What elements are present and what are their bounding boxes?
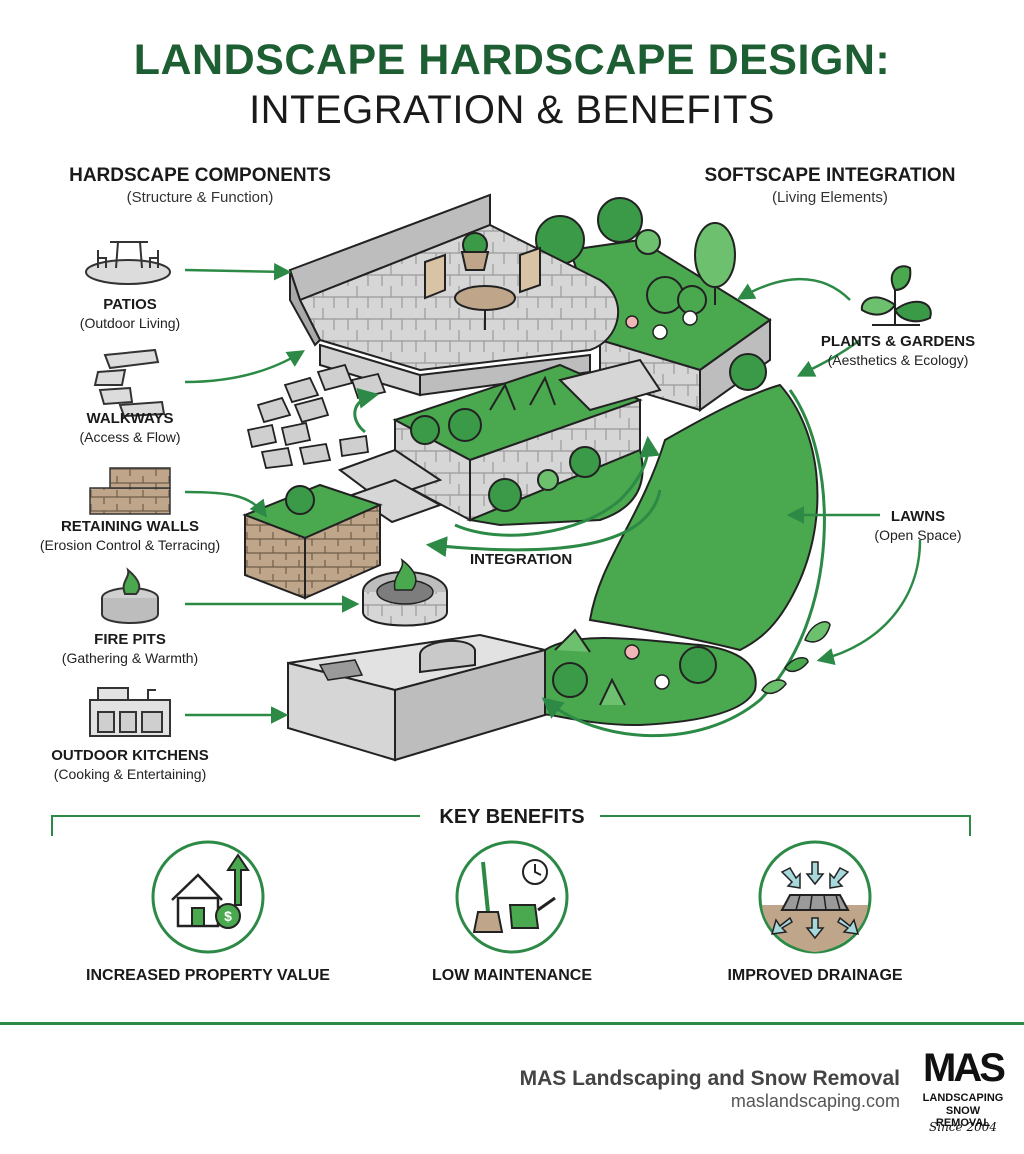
label-lawns: LAWNS: [890, 508, 946, 525]
company-name: MAS Landscaping and Snow Removal: [519, 1067, 900, 1090]
label-walkways: WALKWAYS: [86, 410, 174, 427]
label-patios: PATIOS: [103, 296, 157, 313]
hardscape-subheading: (Structure & Function): [126, 189, 274, 206]
logo-line-1: LANDSCAPING: [922, 1092, 1004, 1104]
brick-wall-icon: [89, 467, 171, 515]
benefits-bracket: [51, 815, 971, 836]
drainage-grate-icon: [758, 840, 872, 954]
benefits-heading: KEY BENEFITS: [439, 806, 585, 828]
label-fire-pits: FIRE PITS: [94, 631, 166, 648]
sub-fire-pits: (Gathering & Warmth): [61, 650, 199, 666]
walkway-path-icon: [93, 348, 166, 418]
benefit-property-value: INCREASED PROPERTY VALUE: [86, 967, 330, 984]
upper-garden-bed: [535, 197, 772, 412]
lower-garden-bed: [466, 446, 644, 527]
integration-label: INTEGRATION: [470, 551, 573, 568]
fire-pit: [362, 557, 448, 627]
leaves-icon: [761, 621, 831, 695]
label-outdoor-kitchens: OUTDOOR KITCHENS: [51, 747, 209, 764]
house-value-icon: $: [151, 840, 265, 954]
front-garden-bed: [544, 628, 757, 727]
footer-divider: [0, 1022, 1024, 1025]
svg-text:$: $: [224, 908, 232, 924]
hardscape-heading: HARDSCAPE COMPONENTS: [69, 165, 331, 186]
fire-pit-icon: [101, 567, 159, 624]
sub-walkways: (Access & Flow): [79, 429, 181, 445]
logo-since: Since 2004: [929, 1120, 997, 1134]
label-plants-gardens: PLANTS & GARDENS: [820, 333, 976, 350]
sub-retaining-walls: (Erosion Control & Terracing): [39, 537, 221, 553]
outdoor-kitchen-icon: [89, 687, 171, 737]
logo-wordmark: MAS: [923, 1046, 1006, 1090]
softscape-subheading: (Living Elements): [772, 189, 888, 206]
logo-line-2: SNOW REMOVAL: [935, 1105, 991, 1129]
softscape-heading: SOFTSCAPE INTEGRATION: [704, 165, 956, 186]
page-subtitle: INTEGRATION & BENEFITS: [249, 88, 775, 132]
benefit-improved-drainage: IMPROVED DRAINAGE: [727, 967, 903, 984]
patio-terrace: [288, 193, 619, 397]
benefit-low-maintenance: LOW MAINTENANCE: [432, 967, 592, 984]
company-logo: MAS LANDSCAPING SNOW REMOVAL Since 2004: [918, 1048, 1008, 1138]
sprout-icon: [860, 265, 932, 326]
sub-outdoor-kitchens: (Cooking & Entertaining): [53, 766, 207, 782]
middle-terrace: [337, 358, 662, 524]
page-title: LANDSCAPE HARDSCAPE DESIGN:: [133, 36, 891, 84]
softscape-arrows: [736, 277, 922, 666]
sub-lawns: (Open Space): [874, 527, 962, 543]
label-retaining-walls: RETAINING WALLS: [60, 518, 200, 535]
walkway-stones: [246, 363, 387, 469]
outdoor-kitchen: [287, 633, 546, 762]
patio-table-icon: [85, 241, 171, 285]
sub-patios: (Outdoor Living): [79, 315, 181, 331]
component-arrows: [184, 262, 360, 724]
broom-watering-can-icon: [455, 840, 569, 954]
lawn-area: [588, 383, 819, 652]
company-website: maslandscaping.com: [730, 1091, 900, 1111]
sub-plants-gardens: (Aesthetics & Ecology): [827, 352, 969, 368]
retaining-wall: [242, 483, 383, 600]
